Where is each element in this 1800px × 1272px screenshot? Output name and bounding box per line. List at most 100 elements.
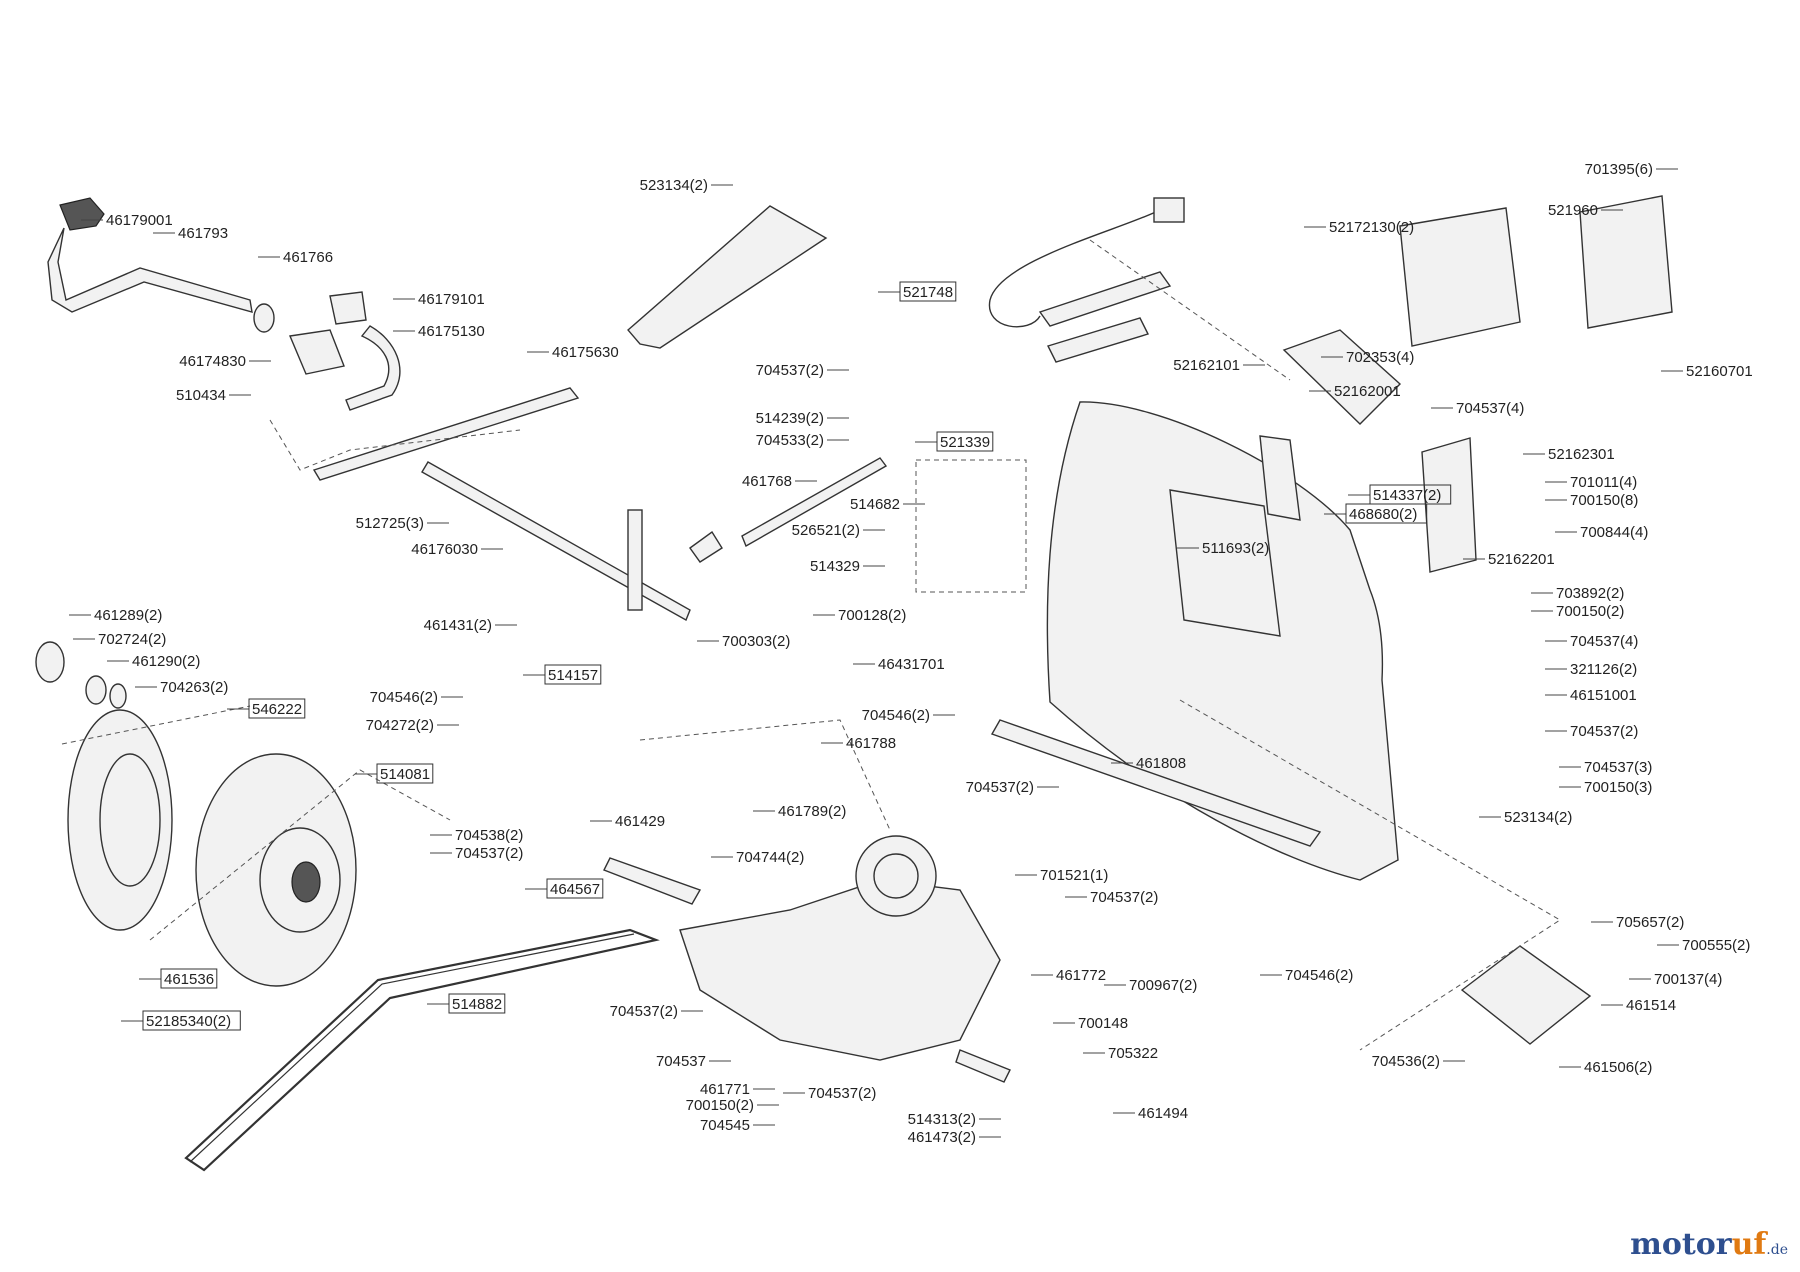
part-label: 704537(4): [1456, 400, 1524, 417]
part-label: 704537(2): [455, 845, 523, 862]
part-label: 704272(2): [366, 717, 434, 734]
part-label: 464567: [550, 881, 600, 898]
part-label: 461766: [283, 249, 333, 266]
part-label: 52160701: [1686, 363, 1753, 380]
part-label: 704537(4): [1570, 633, 1638, 650]
label-box: [544, 664, 602, 685]
part-label: 704537(2): [1090, 889, 1158, 906]
part-label: 514329: [810, 558, 860, 575]
part-label: 700150(2): [686, 1097, 754, 1114]
part-label: 461772: [1056, 967, 1106, 984]
part-label: 700128(2): [838, 607, 906, 624]
part-label: 521339: [940, 434, 990, 451]
label-box: [248, 698, 306, 719]
part-label: 523134(2): [640, 177, 708, 194]
wheel-assembly: [35, 641, 357, 987]
part-label: 700150(2): [1556, 603, 1624, 620]
label-box: [1345, 503, 1428, 524]
foot-plate: [1460, 945, 1592, 1045]
label-box: [448, 993, 506, 1014]
part-label: 700303(2): [722, 633, 790, 650]
part-label: 46431701: [878, 656, 945, 673]
part-label: 704537(2): [756, 362, 824, 379]
part-label: 701395(6): [1585, 161, 1653, 178]
part-label: 704533(2): [756, 432, 824, 449]
part-label: 704263(2): [160, 679, 228, 696]
part-label: 704537(2): [966, 779, 1034, 796]
label-box: [142, 1010, 241, 1031]
label-box: [936, 431, 994, 452]
part-label: 704536(2): [1372, 1053, 1440, 1070]
control-rods: [689, 197, 1185, 563]
part-label: 704545: [700, 1117, 750, 1134]
part-label: 514157: [548, 667, 598, 684]
rear-frame-plate: [1046, 195, 1673, 881]
label-box: [899, 281, 957, 302]
part-label: 704538(2): [455, 827, 523, 844]
part-label: 704537(3): [1584, 759, 1652, 776]
part-label: 461431(2): [424, 617, 492, 634]
part-label: 461793: [178, 225, 228, 242]
part-label: 701011(4): [1570, 474, 1637, 491]
part-label: 514682: [850, 496, 900, 513]
part-label: 461536: [164, 971, 214, 988]
part-label: 461494: [1138, 1105, 1188, 1122]
part-label: 461768: [742, 473, 792, 490]
label-box: [376, 763, 434, 784]
part-label: 461429: [615, 813, 665, 830]
part-label: 700555(2): [1682, 937, 1750, 954]
part-label: 521748: [903, 284, 953, 301]
part-label: 704744(2): [736, 849, 804, 866]
part-number-labels: 46179001 461793 461766 46179101 46175130 4617…: [69, 161, 1753, 1146]
part-label: 46179101: [418, 291, 485, 308]
part-label: 52162301: [1548, 446, 1615, 463]
part-label: 700844(4): [1580, 524, 1648, 541]
part-label: 52185340(2): [146, 1013, 231, 1030]
label-box: [160, 968, 218, 989]
top-plate: [627, 205, 828, 349]
assembly-guide-lines: [61, 239, 1561, 1051]
transaxle-assembly: [603, 719, 1322, 1083]
part-label: 514882: [452, 996, 502, 1013]
part-label: 700967(2): [1129, 977, 1197, 994]
part-label: 700150(3): [1584, 779, 1652, 796]
part-label: 46179001: [106, 212, 173, 229]
part-label: 702353(4): [1346, 349, 1414, 366]
part-label: 461473(2): [908, 1129, 976, 1146]
part-label: 704537(2): [1570, 723, 1638, 740]
part-label: 704537: [656, 1053, 706, 1070]
part-label: 546222: [252, 701, 302, 718]
brand-logo: motoruf.de: [1630, 1227, 1788, 1262]
part-label: 700148: [1078, 1015, 1128, 1032]
part-label: 321126(2): [1570, 661, 1637, 678]
part-label: 52162201: [1488, 551, 1555, 568]
part-label: 511693(2): [1202, 540, 1269, 557]
part-label: 514313(2): [908, 1111, 976, 1128]
part-label: 46175130: [418, 323, 485, 340]
part-label: 526521(2): [792, 522, 860, 539]
part-label: 523134(2): [1504, 809, 1572, 826]
part-label: 514081: [380, 766, 430, 783]
part-label: 704546(2): [370, 689, 438, 706]
part-label: 704546(2): [1285, 967, 1353, 984]
part-label: 700137(4): [1654, 971, 1722, 988]
part-label: 514337(2): [1373, 487, 1441, 504]
part-label: 461789(2): [778, 803, 846, 820]
part-label: 461771: [700, 1081, 750, 1098]
part-label: 461808: [1136, 755, 1186, 772]
kit-group-frame: [915, 459, 1027, 593]
part-label: 461506(2): [1584, 1059, 1652, 1076]
part-label: 46174830: [179, 353, 246, 370]
part-label: 46176030: [411, 541, 478, 558]
part-label: 703892(2): [1556, 585, 1624, 602]
part-label: 461514: [1626, 997, 1676, 1014]
part-label: 512725(3): [356, 515, 424, 532]
part-label: 700150(8): [1570, 492, 1638, 509]
part-label: 514239(2): [756, 410, 824, 427]
drive-belt: [184, 928, 660, 1172]
part-label: 461290(2): [132, 653, 200, 670]
part-label: 46175630: [552, 344, 619, 361]
part-label: 705657(2): [1616, 914, 1684, 931]
